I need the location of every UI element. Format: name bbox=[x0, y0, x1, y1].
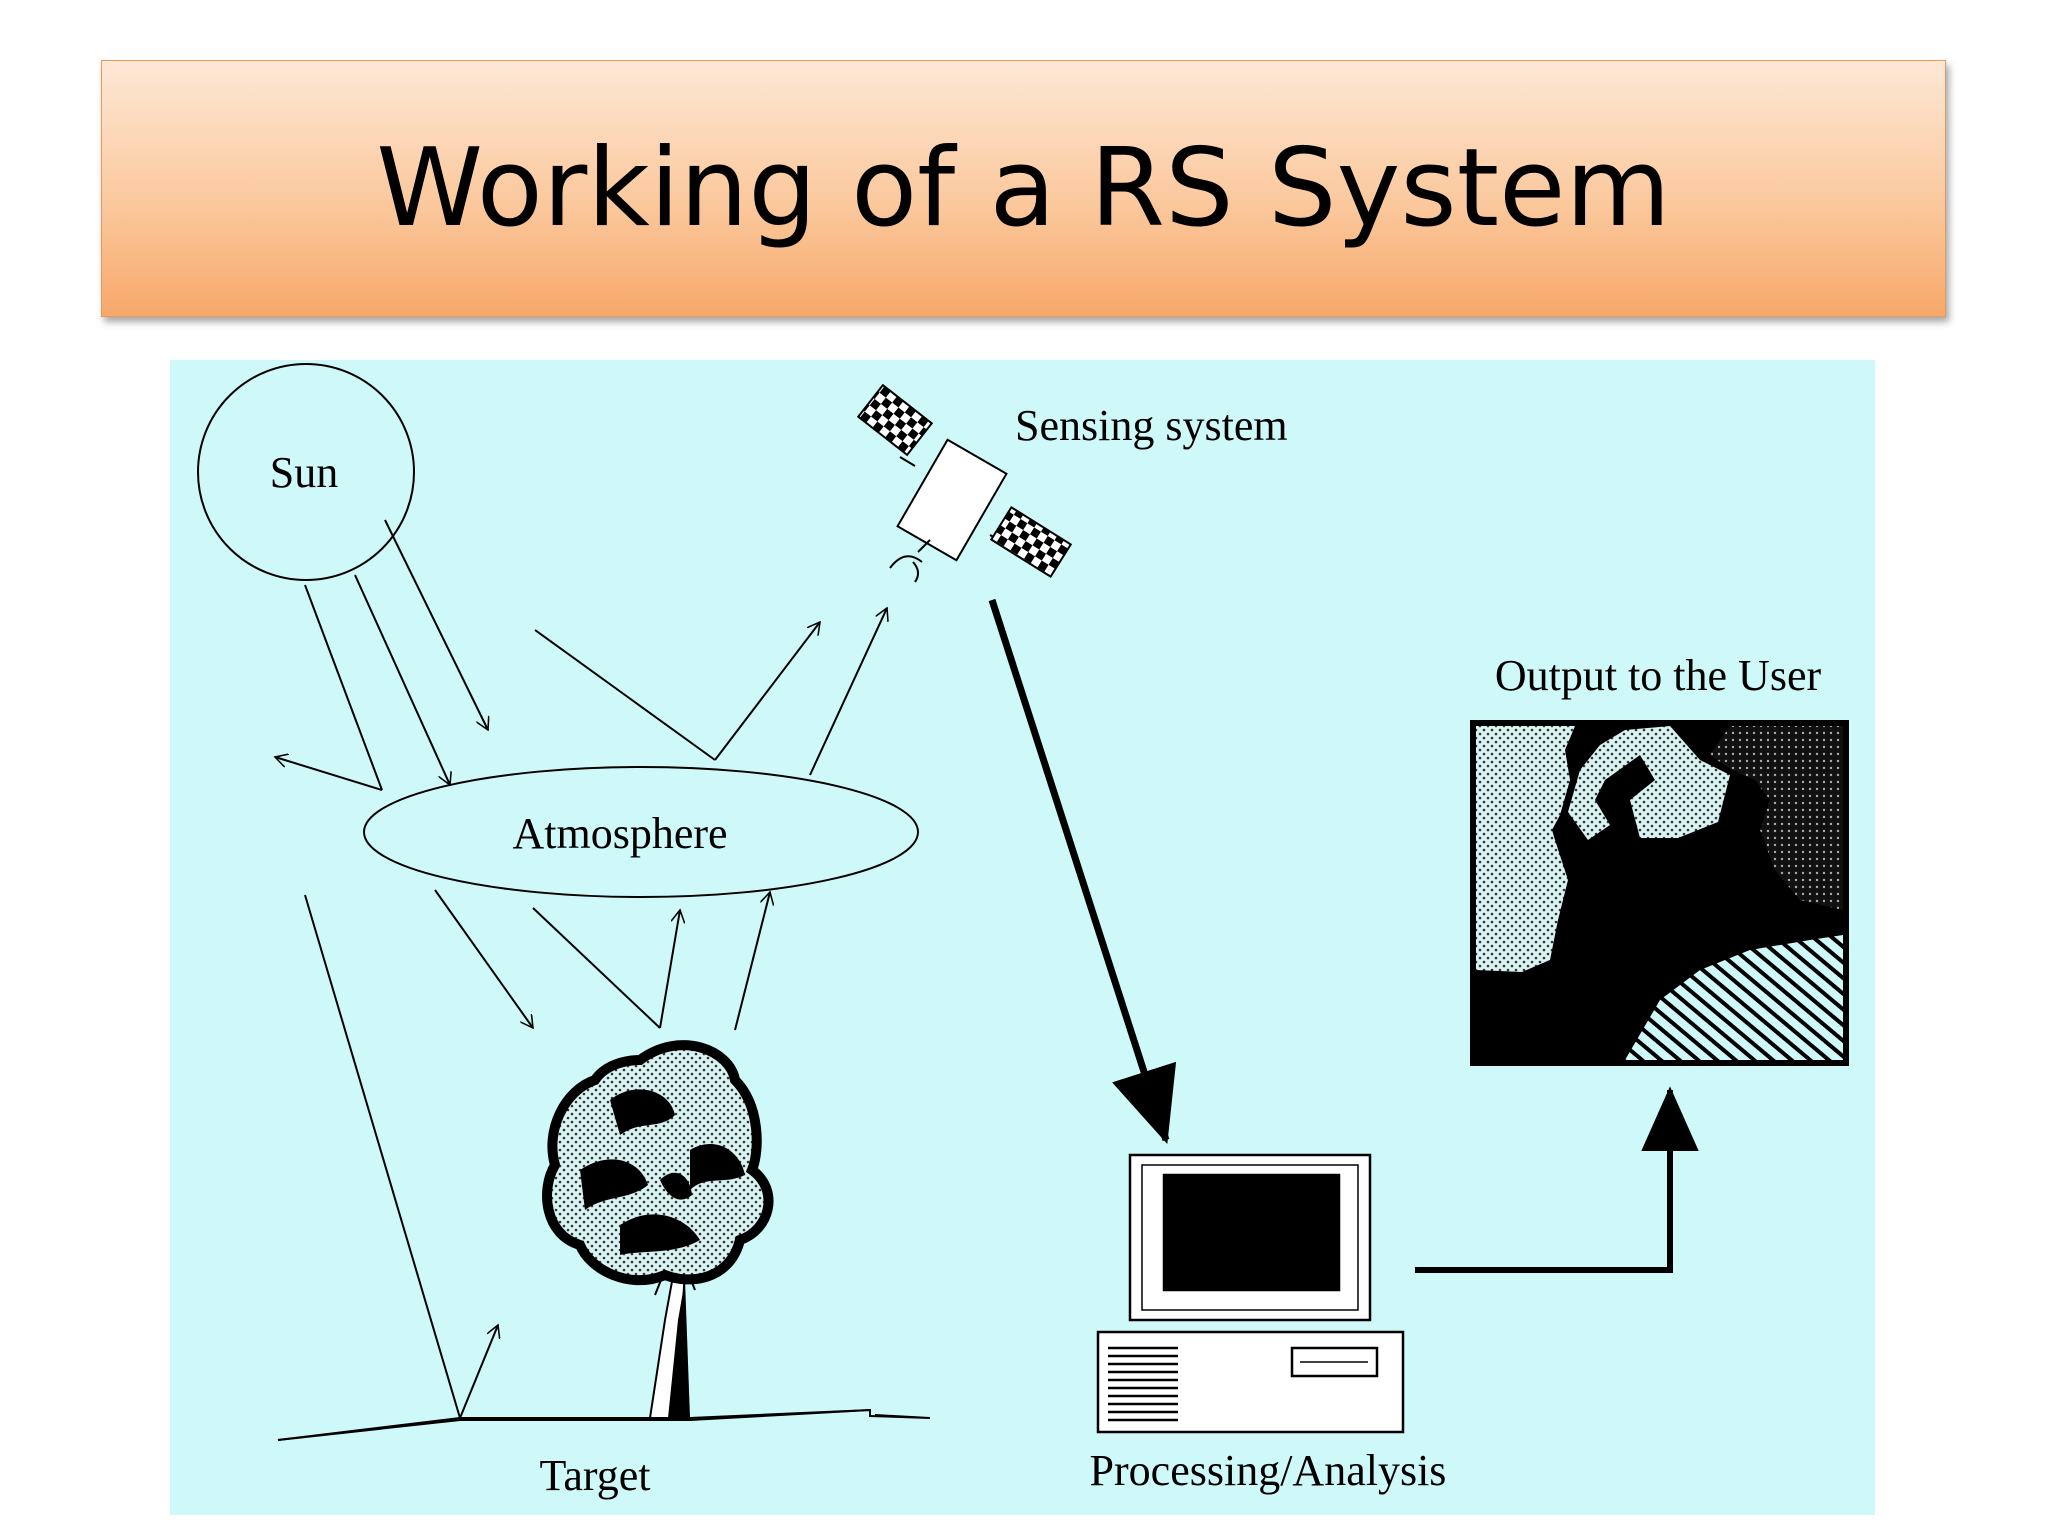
diagram-canvas: Sun Atmosphere bbox=[197, 363, 1849, 1500]
processing-label: Processing/Analysis bbox=[1090, 1446, 1447, 1495]
title-banner: Working of a RS System bbox=[101, 60, 1946, 317]
atmosphere-ellipse bbox=[363, 766, 919, 898]
slide-title: Working of a RS System bbox=[376, 126, 1671, 251]
output-map-image bbox=[1470, 720, 1849, 1066]
rs-system-diagram: Sun Atmosphere bbox=[170, 360, 1875, 1515]
sun-label: Sun bbox=[270, 448, 338, 497]
sensing-system-label: Sensing system bbox=[1015, 401, 1288, 450]
tree-icon bbox=[542, 1040, 774, 1419]
computer-icon bbox=[1096, 1153, 1405, 1434]
output-label: Output to the User bbox=[1495, 651, 1822, 700]
atmosphere-label: Atmosphere bbox=[512, 809, 727, 858]
satellite-icon bbox=[856, 383, 1073, 583]
ground-line bbox=[277, 1408, 931, 1441]
sun-circle bbox=[197, 363, 415, 581]
target-label: Target bbox=[540, 1451, 651, 1500]
output-arrow bbox=[1415, 1086, 1699, 1273]
solar-rays bbox=[275, 519, 887, 1419]
data-transmission-arrow bbox=[988, 598, 1177, 1144]
